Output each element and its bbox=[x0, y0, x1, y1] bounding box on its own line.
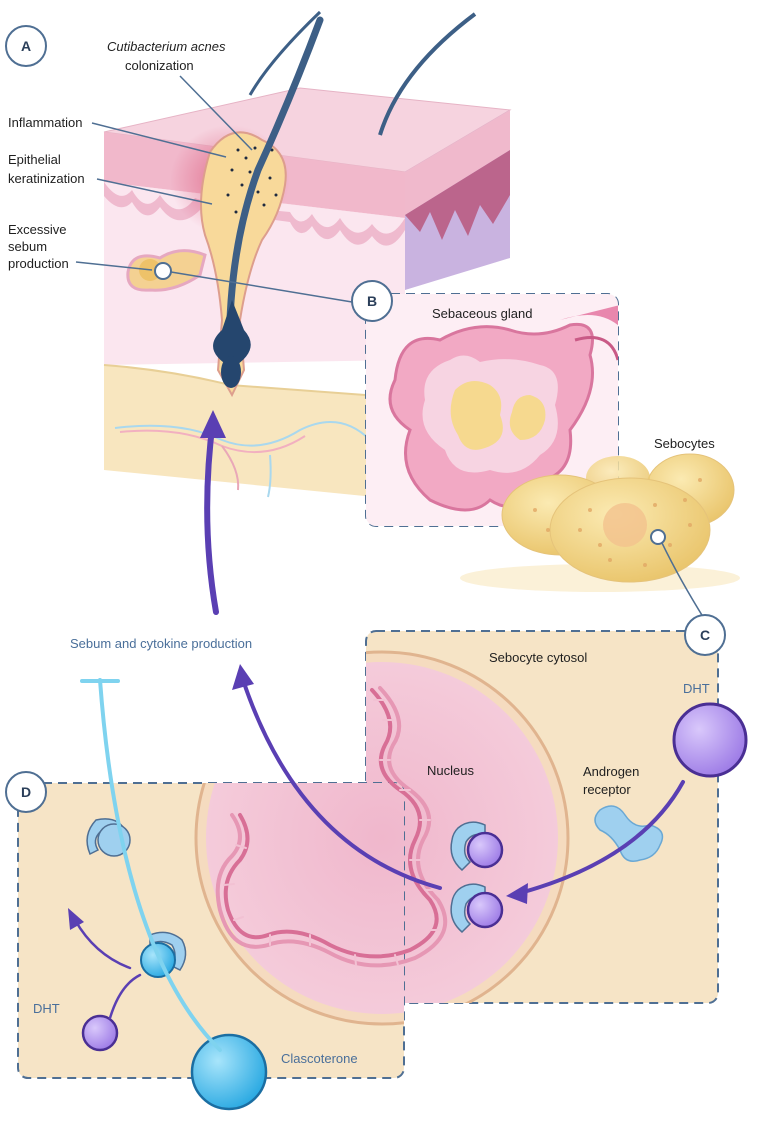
svg-text:Excessive: Excessive bbox=[8, 222, 67, 237]
svg-text:B: B bbox=[367, 293, 377, 309]
panel-a-marker: A bbox=[5, 25, 47, 67]
sebaceous-gland-label: Sebaceous gland bbox=[432, 306, 532, 321]
svg-text:Inflammation: Inflammation bbox=[8, 115, 82, 130]
sebocyte-cytosol-label: Sebocyte cytosol bbox=[489, 650, 587, 665]
callout-c-acnes-line2: colonization bbox=[125, 58, 194, 73]
dna-strand bbox=[215, 686, 448, 968]
svg-text:sebum: sebum bbox=[8, 239, 47, 254]
sebocytes-label: Sebocytes bbox=[654, 436, 715, 451]
pathway-arrows bbox=[68, 410, 685, 1052]
androgen-receptor-label-line1: Androgen bbox=[583, 764, 639, 779]
callout-c-acnes-species: Cutibacterium acnes bbox=[107, 39, 226, 54]
svg-text:C: C bbox=[700, 627, 710, 643]
sebocytes: Sebocytes bbox=[460, 436, 740, 621]
dht-d-label: DHT bbox=[33, 1001, 60, 1016]
svg-text:Epithelial: Epithelial bbox=[8, 152, 61, 167]
svg-text:A: A bbox=[21, 38, 31, 54]
dht-molecule-c bbox=[672, 702, 748, 778]
svg-text:D: D bbox=[21, 784, 31, 800]
nucleus-label: Nucleus bbox=[427, 763, 474, 778]
callout-sebum: Excessive sebum production bbox=[8, 222, 353, 303]
receptor-complex-nucleus bbox=[450, 821, 504, 934]
clascoterone-label: Clascoterone bbox=[281, 1051, 358, 1066]
clascoterone-molecule bbox=[190, 1033, 268, 1111]
dht-molecule-d bbox=[81, 1014, 119, 1052]
androgen-receptor-c bbox=[594, 805, 664, 862]
panel-b: Sebaceous gland B bbox=[351, 280, 619, 527]
callout-inflammation: Inflammation bbox=[8, 115, 227, 158]
callout-keratinization: Epithelial keratinization bbox=[8, 152, 213, 205]
androgen-receptor-label-line2: receptor bbox=[583, 782, 631, 797]
sebum-cytokine-label: Sebum and cytokine production bbox=[70, 636, 252, 651]
dht-c-label: DHT bbox=[683, 681, 710, 696]
svg-text:production: production bbox=[8, 256, 69, 271]
callout-c-acnes: Cutibacterium acnes colonization bbox=[107, 39, 253, 151]
svg-text:keratinization: keratinization bbox=[8, 171, 85, 186]
